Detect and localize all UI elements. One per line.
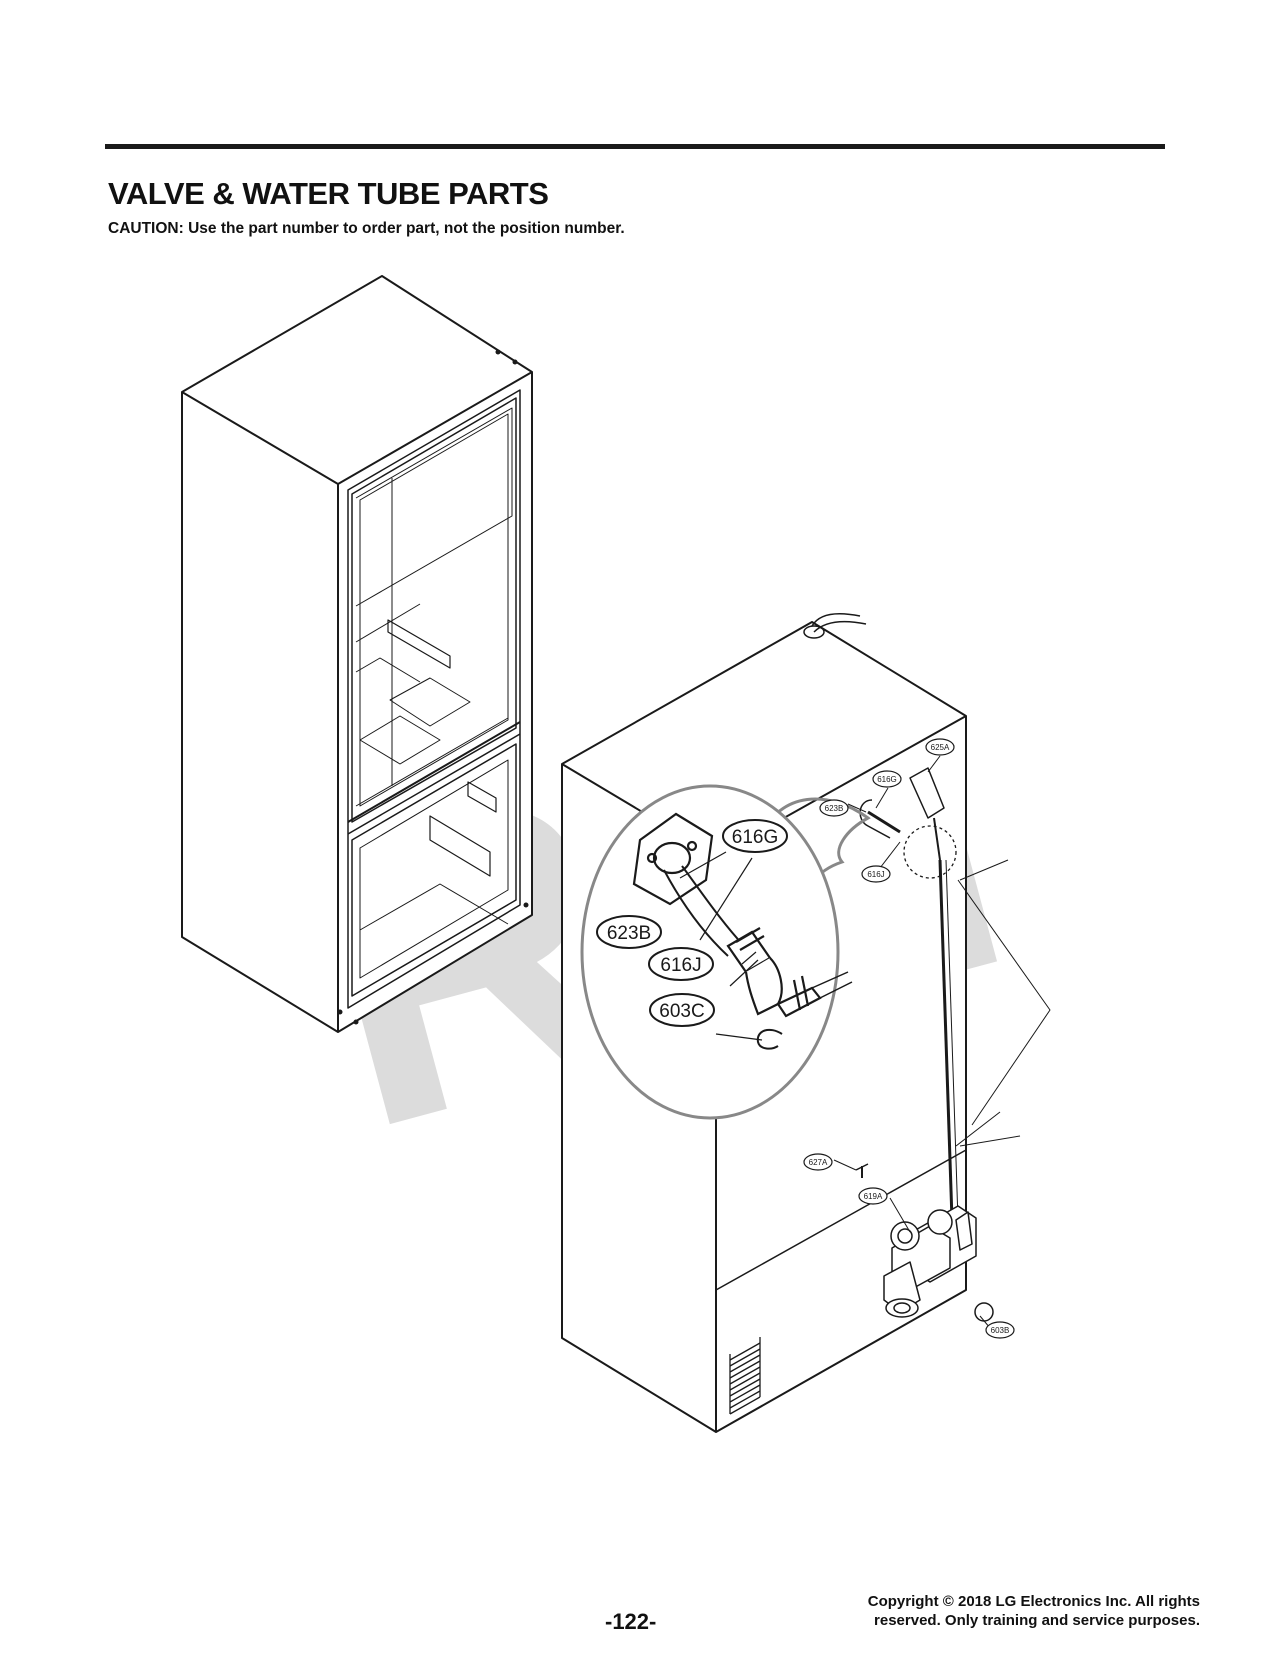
callout-623B: 623B — [825, 804, 844, 813]
callout-616J-large: 616J — [660, 955, 701, 976]
callout-616G: 616G — [877, 775, 897, 784]
copyright-line-1: Copyright © 2018 LG Electronics Inc. All… — [867, 1593, 1200, 1610]
water-valve — [883, 1205, 994, 1322]
cabinet-front — [181, 275, 533, 1033]
copyright-line-2: reserved. Only training and service purp… — [874, 1612, 1200, 1629]
zoom-detail: 616G 623B 616J 603C — [580, 784, 871, 1120]
callout-627A: 627A — [809, 1158, 828, 1167]
page-title: VALVE & WATER TUBE PARTS — [108, 176, 549, 211]
callout-603B: 603B — [991, 1326, 1010, 1335]
callout-616J: 616J — [867, 870, 884, 879]
caution-note: CAUTION: Use the part number to order pa… — [108, 220, 625, 237]
callout-616G-large: 616G — [732, 827, 778, 848]
vent-grille — [729, 1337, 761, 1415]
header-rule — [105, 144, 1165, 149]
copyright-notice: Copyright © 2018 LG Electronics Inc. All… — [868, 1592, 1200, 1630]
callout-619A: 619A — [864, 1192, 883, 1201]
callout-603C-large: 603C — [659, 1001, 704, 1022]
callout-623B-large: 623B — [607, 923, 651, 944]
page-number: -122- — [605, 1609, 657, 1634]
callout-625A: 625A — [931, 743, 950, 752]
small-callouts: 625A 616G 623B 616J 627A 619A 603B — [803, 738, 1015, 1339]
